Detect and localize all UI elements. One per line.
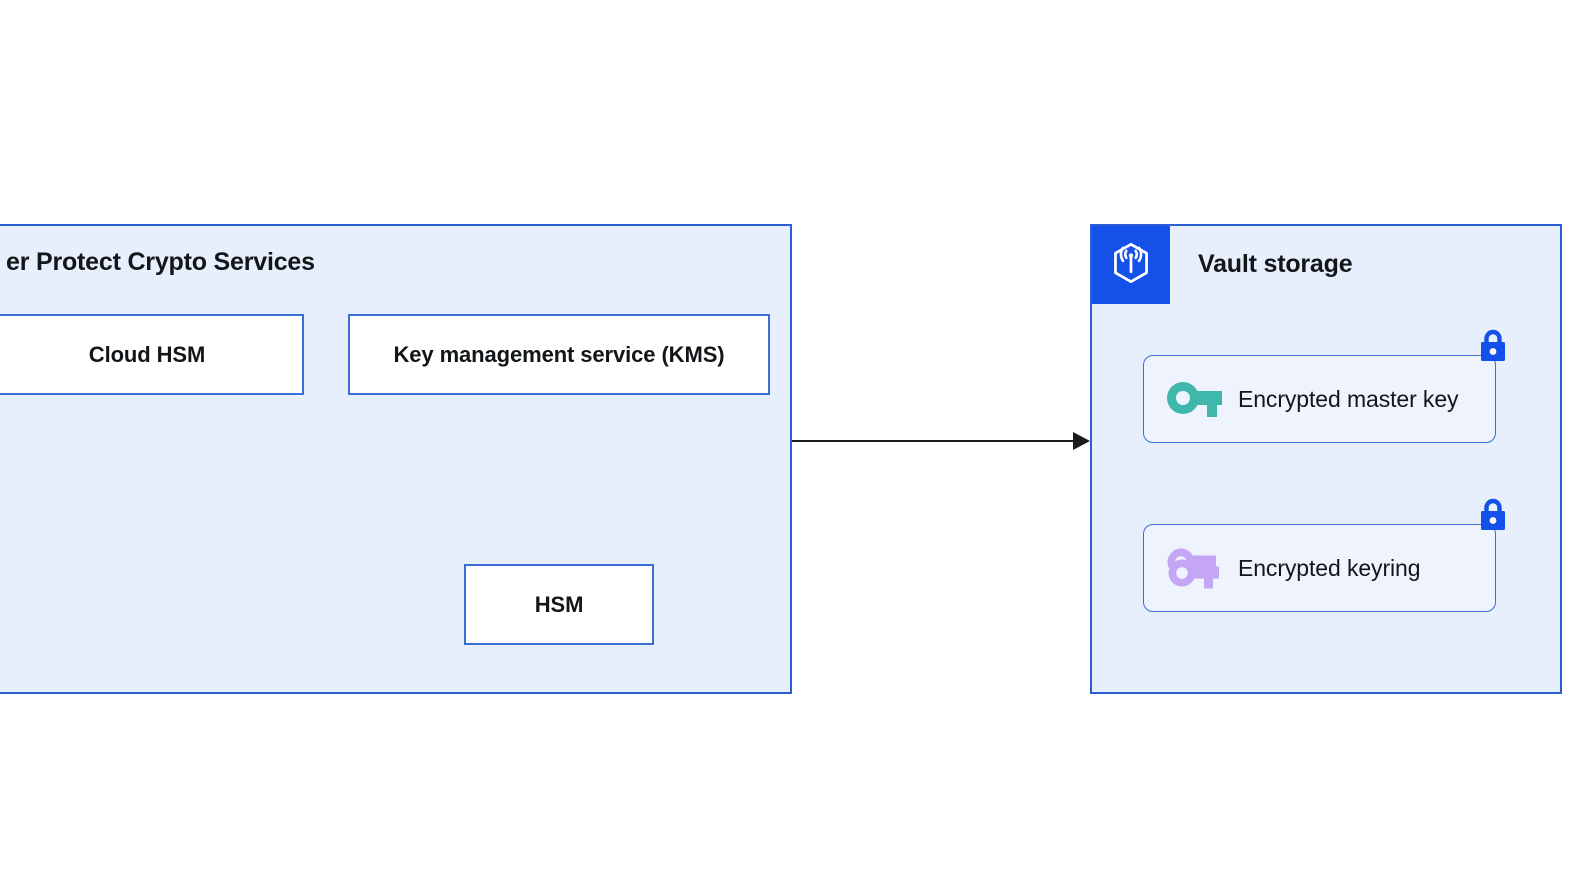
lock-icon-keyring (1476, 496, 1510, 536)
card-label-encrypted-keyring: Encrypted keyring (1238, 554, 1421, 581)
node-label-hsm: HSM (534, 591, 584, 617)
lock-icon-master-key (1476, 327, 1510, 367)
node-hsm[interactable]: HSM (464, 564, 654, 645)
group-panel-vault-storage: Vault storage (1090, 224, 1562, 694)
group-title-hyper-protect-crypto-services: er Protect Crypto Services (6, 248, 315, 276)
group-title-vault-storage: Vault storage (1198, 250, 1353, 278)
group-panel-hyper-protect-crypto-services: er Protect Crypto Services (0, 224, 792, 694)
node-cloud-hsm[interactable]: Cloud HSM (0, 314, 304, 395)
node-label-key-management-service: Key management service (KMS) (393, 341, 725, 367)
hexagon-signal-icon (1109, 241, 1153, 290)
keyring-icon (1164, 546, 1226, 590)
arrowhead-to-vault (1073, 432, 1090, 450)
card-encrypted-keyring[interactable]: Encrypted keyring (1143, 524, 1496, 612)
node-key-management-service[interactable]: Key management service (KMS) (348, 314, 770, 395)
card-label-encrypted-master-key: Encrypted master key (1238, 385, 1459, 412)
connector-hpcs-to-vault (790, 440, 1078, 442)
node-label-cloud-hsm: Cloud HSM (88, 341, 206, 367)
vault-storage-icon-tile (1092, 226, 1170, 304)
card-encrypted-master-key[interactable]: Encrypted master key (1143, 355, 1496, 443)
key-icon (1164, 379, 1226, 419)
